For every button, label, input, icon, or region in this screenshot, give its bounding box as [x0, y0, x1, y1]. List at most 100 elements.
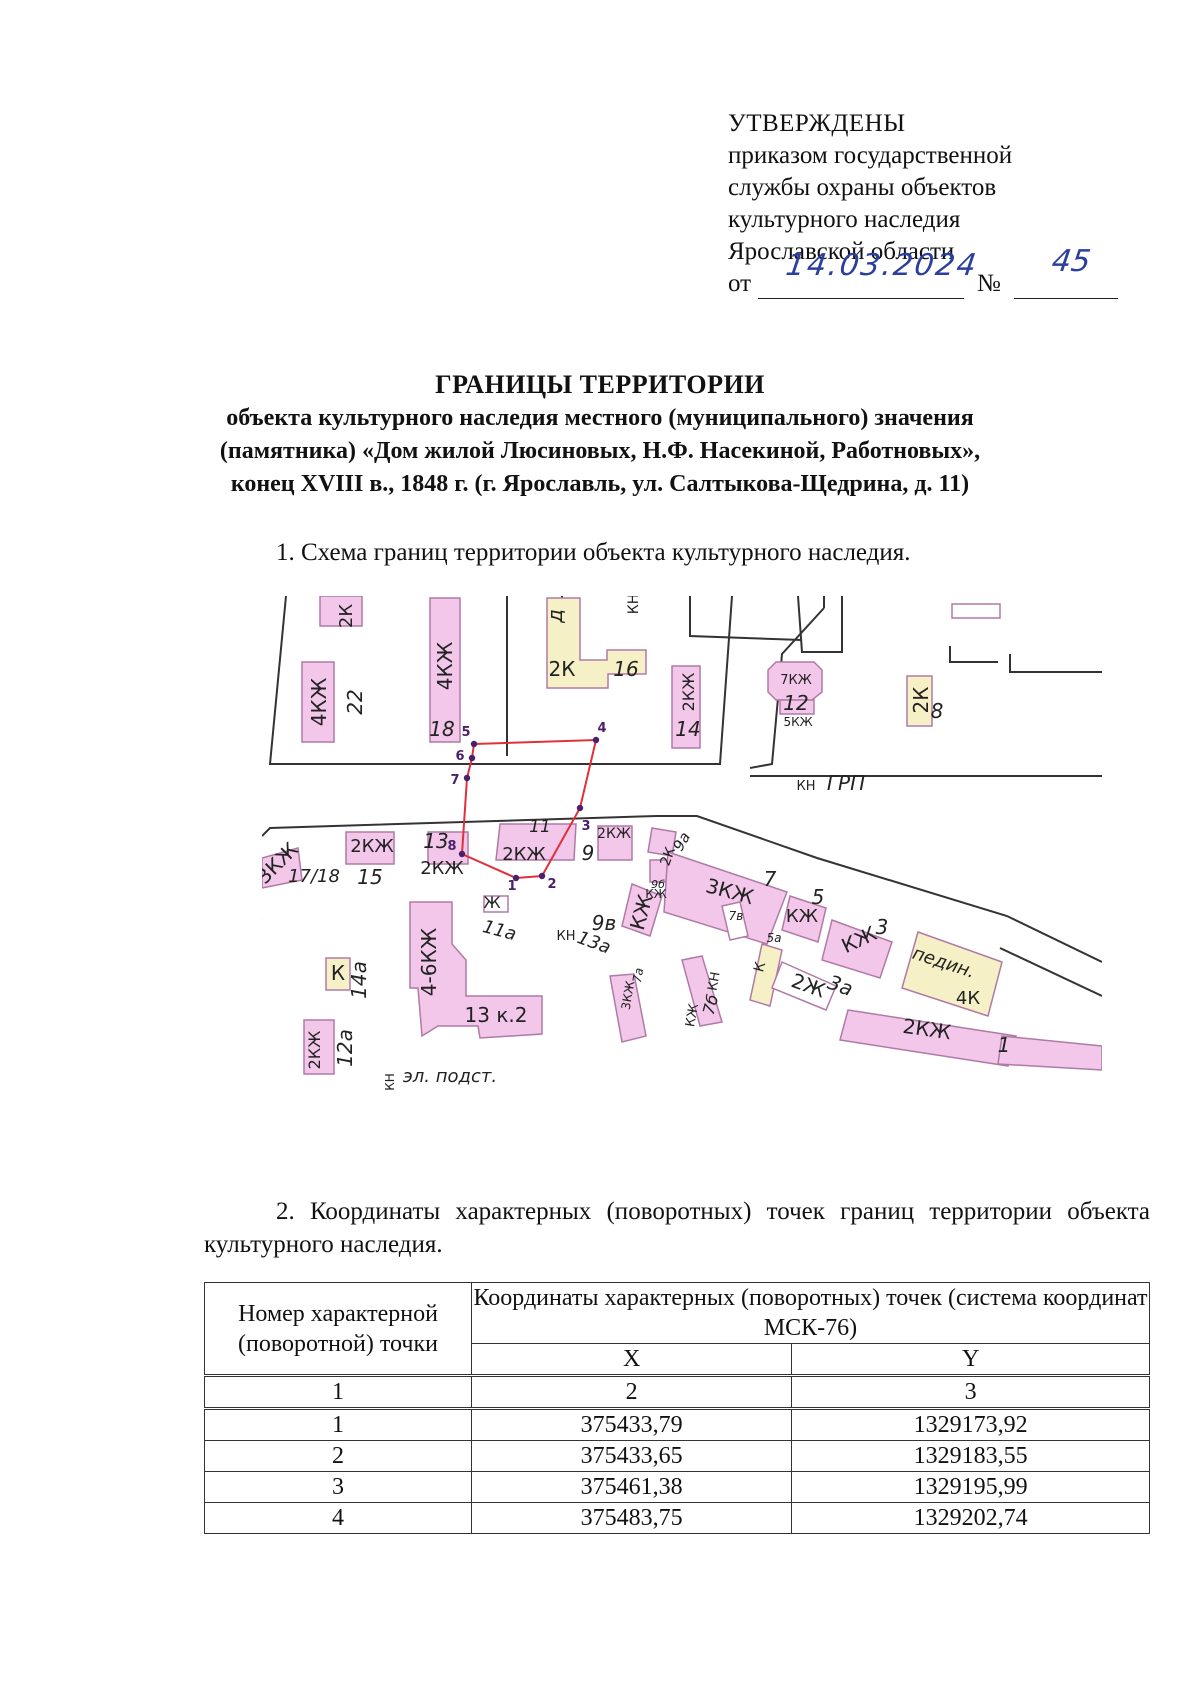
building-2kzh-15: [345, 831, 395, 865]
boundary-point-marker: [538, 872, 546, 880]
map-label: 12а: [333, 1029, 357, 1067]
coord-y: 1329173,92: [791, 1407, 1150, 1441]
building-kzh-9v: [621, 882, 663, 937]
building-5kzh: [779, 699, 815, 715]
map-label: 2КЖ: [305, 1031, 324, 1070]
map-label: 4КЖ: [433, 641, 457, 690]
table-row: 2 375433,65 1329183,55: [204, 1440, 1150, 1472]
map-label: 14а: [347, 961, 371, 999]
map-label: КЖ: [645, 887, 667, 901]
boundary-point-marker: [512, 874, 520, 882]
map-label: 9б: [651, 878, 665, 891]
building-4kzh-22: [301, 661, 335, 743]
map-label: 16: [613, 657, 638, 681]
map-label: 7а: [630, 967, 646, 984]
map-label: 13: [423, 829, 448, 853]
map-label: 9в: [592, 911, 617, 935]
map-label: К: [331, 961, 345, 985]
map-label: 5а: [767, 931, 782, 945]
map-label: 2К: [336, 604, 357, 628]
boundary-point-marker: [463, 774, 471, 782]
map-label: КН: [626, 596, 642, 614]
building-3kzh-left: [262, 847, 303, 889]
section-2-heading: 2. Координаты характерных (поворотных) т…: [204, 1198, 1150, 1258]
building-2k-8: [906, 675, 933, 727]
map-label: 2КЖ: [679, 673, 698, 712]
block-outline: [949, 646, 998, 663]
building-3kzh-7a: [609, 973, 647, 1043]
map-label: 2КЖ: [502, 844, 546, 865]
boundary-point-label: 3: [581, 819, 590, 834]
boundary-point-label: 2: [547, 877, 556, 892]
building-7b: [681, 955, 723, 1027]
title-main: ГРАНИЦЫ ТЕРРИТОРИИ: [435, 370, 765, 399]
approval-block: УТВЕРЖДЕНЫ приказом государственной служ…: [728, 108, 1118, 304]
map-label: 7в: [729, 909, 744, 923]
document-title: ГРАНИЦЫ ТЕРРИТОРИИ объекта культурного н…: [0, 368, 1200, 501]
map-label: 9: [582, 841, 595, 865]
point-number: 2: [204, 1440, 472, 1472]
map-label: эл. подст.: [403, 1066, 497, 1087]
map-label: 11а: [480, 916, 518, 945]
building-3kzh-7: [663, 850, 788, 945]
building-4kzh-18: [429, 597, 461, 743]
coord-x: 375433,65: [470, 1440, 793, 1472]
header-coordinates: Координаты характерных (поворотных) точе…: [471, 1282, 1150, 1344]
point-number: 4: [204, 1502, 472, 1534]
map-label: 2К: [549, 657, 576, 681]
map-label: 2КЖ: [597, 826, 631, 842]
approval-line: службы охраны объектов: [728, 174, 997, 201]
building-4k: [901, 931, 1003, 1017]
building-outline-top: [951, 603, 1001, 619]
building-13k2: [409, 901, 543, 1039]
boundary-point-marker: [576, 804, 584, 812]
building-5a: [749, 943, 783, 1007]
building-2kzh-9: [597, 825, 633, 861]
map-label: 7: [764, 867, 777, 891]
title-line: (памятника) «Дом жилой Люсиновых, Н.Ф. Н…: [219, 438, 981, 464]
map-label: К: [751, 960, 769, 974]
map-label: 2К: [657, 845, 679, 868]
boundary-point-label: 5: [461, 725, 470, 740]
section-1-heading: 1. Схема границ территории объекта культ…: [276, 539, 911, 566]
table-row: 4 375483,75 1329202,74: [204, 1502, 1150, 1534]
table-row: 1 375433,79 1329173,92: [204, 1407, 1150, 1441]
boundary-point-label: 1: [507, 879, 516, 894]
approval-line: приказом государственной: [728, 142, 1013, 169]
map-label: Ж: [483, 893, 500, 912]
date-field: 14.03.2024: [758, 248, 980, 299]
boundary-point-label: 8: [447, 839, 456, 854]
map-label: 18: [429, 717, 454, 741]
coord-x: 375461,38: [470, 1471, 793, 1503]
boundary-point-label: 6: [455, 749, 464, 764]
column-number: 1: [204, 1374, 472, 1409]
number-field: 45: [1014, 244, 1118, 299]
boundary-point-marker: [458, 850, 466, 858]
kn-marker: КН: [796, 779, 815, 794]
map-label: 2КЖ: [420, 858, 464, 879]
map-label: 3КЖ: [619, 980, 638, 1011]
coord-y: 1329202,74: [791, 1502, 1150, 1534]
header-y: Y: [791, 1343, 1150, 1376]
map-label: 7б: [699, 992, 723, 1016]
building-12: [767, 661, 823, 701]
block-outline: [1009, 654, 1102, 673]
map-label: КН: [556, 929, 575, 944]
map-label: 13 к.2: [465, 1003, 528, 1027]
boundary-point-marker: [468, 754, 476, 762]
map-label: 4КЖ: [307, 677, 331, 726]
building-7v: [721, 901, 749, 941]
building-2kzh-edge: [997, 1035, 1102, 1071]
grp-label: ГРП: [827, 771, 865, 795]
map-label: 8: [931, 699, 944, 723]
approval-line: Ярославской области: [728, 238, 955, 265]
map-label: 15: [357, 865, 382, 889]
coord-y: 1329195,99: [791, 1471, 1150, 1503]
block-outline: [749, 607, 825, 769]
approval-line: культурного наследия: [728, 206, 961, 233]
block-outline: [689, 596, 803, 641]
map-label: 5: [812, 885, 825, 909]
map-label: КЖ: [683, 1003, 702, 1028]
map-label: 3: [876, 915, 889, 939]
